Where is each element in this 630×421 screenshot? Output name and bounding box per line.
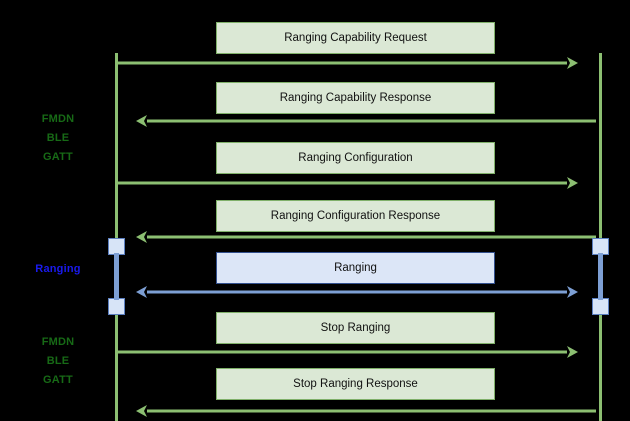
- msg-1-label: Ranging Capability Request: [284, 32, 427, 44]
- msg-5-arrowhead-left: [136, 286, 147, 298]
- act-left-bottom: [108, 298, 125, 315]
- phase-fmdn-bottom: FMDN BLE GATT: [41, 336, 75, 386]
- msg-6-box[interactable]: Stop Ranging: [216, 312, 495, 344]
- msg-4-arrow: [136, 231, 596, 243]
- act-right-bottom: [592, 298, 609, 315]
- bar-right: [598, 253, 603, 300]
- right-lifeline: [599, 53, 602, 421]
- msg-5-box[interactable]: Ranging: [216, 252, 495, 284]
- phase-fmdn-top: FMDN BLE GATT: [41, 113, 75, 163]
- msg-1-arrowhead-right: [567, 57, 578, 69]
- msg-6-arrow: [118, 346, 578, 358]
- msg-7-box[interactable]: Stop Ranging Response: [216, 368, 495, 400]
- msg-2-box[interactable]: Ranging Capability Response: [216, 82, 495, 114]
- left-lifeline: [115, 53, 118, 421]
- msg-3-arrow: [118, 177, 578, 189]
- msg-7-arrowhead-left: [136, 405, 147, 417]
- msg-7-label: Stop Ranging Response: [293, 378, 418, 390]
- msg-7-arrow: [136, 405, 596, 417]
- msg-4-box[interactable]: Ranging Configuration Response: [216, 200, 495, 232]
- msg-6-label: Stop Ranging: [320, 322, 391, 334]
- msg-2-label: Ranging Capability Response: [279, 92, 432, 104]
- msg-5-label: Ranging: [334, 262, 377, 274]
- msg-3-label: Ranging Configuration: [298, 152, 413, 164]
- msg-4-label: Ranging Configuration Response: [270, 210, 441, 222]
- msg-1-box[interactable]: Ranging Capability Request: [216, 22, 495, 54]
- msg-4-arrowhead-left: [136, 231, 147, 243]
- msg-1-arrow: [118, 57, 578, 69]
- phase-ranging: Ranging: [35, 263, 81, 275]
- msg-5-arrowhead-right: [567, 286, 578, 298]
- msg-5-arrow: [136, 286, 578, 298]
- msg-2-arrow: [136, 115, 596, 127]
- msg-6-arrowhead-right: [567, 346, 578, 358]
- msg-2-arrowhead-left: [136, 115, 147, 127]
- msg-3-arrowhead-right: [567, 177, 578, 189]
- bar-left: [114, 253, 119, 300]
- msg-3-box[interactable]: Ranging Configuration: [216, 142, 495, 174]
